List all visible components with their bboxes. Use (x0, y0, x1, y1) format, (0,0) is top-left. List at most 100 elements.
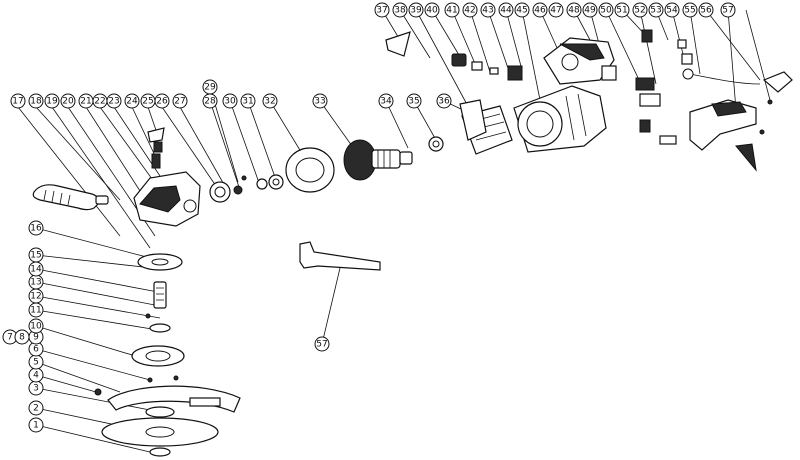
bearing-ring (209, 175, 247, 203)
callout-label-17: 17 (12, 97, 23, 107)
callout-circle-34 (378, 93, 394, 109)
callout-label-22: 22 (94, 97, 105, 107)
callout-label-40: 40 (426, 6, 438, 16)
callout-circle-10 (28, 318, 44, 334)
leader-lines (17, 9, 771, 453)
callout-label-29: 29 (204, 83, 216, 93)
callout-circle-18 (28, 93, 44, 109)
callout-label-56: 56 (700, 6, 712, 16)
callout-label-43: 43 (482, 6, 493, 16)
callout-circle-36 (436, 93, 452, 109)
callout-label-7: 7 (7, 333, 13, 343)
flange-and-disc (101, 406, 219, 457)
callout-circle-29 (202, 79, 218, 95)
callout-circle-2 (28, 400, 44, 416)
callout-label-44: 44 (500, 6, 512, 16)
callout-circle-27 (172, 93, 188, 109)
callout-label-32: 32 (264, 97, 275, 107)
callout-circle-41 (444, 2, 460, 18)
callout-circle-50 (598, 2, 614, 18)
callout-circle-26 (154, 93, 170, 109)
callout-label-10: 10 (30, 322, 42, 332)
callout-label-49: 49 (584, 6, 596, 16)
callout-label-38: 38 (394, 6, 406, 16)
callout-label-25: 25 (142, 97, 153, 107)
callout-label-34: 34 (380, 97, 392, 107)
spanner-wrench (299, 241, 381, 271)
callout-label-45: 45 (516, 6, 527, 16)
wheel-guard (94, 375, 241, 413)
callout-circle-16 (28, 220, 44, 236)
armature (343, 139, 413, 181)
callout-label-27: 27 (174, 97, 185, 107)
callout-circle-43 (480, 2, 496, 18)
bearing-35 (428, 136, 444, 152)
side-handle (32, 184, 109, 211)
callout-label-19: 19 (46, 97, 58, 107)
callout-label-6: 6 (33, 345, 39, 355)
callout-label-16: 16 (30, 224, 42, 234)
cable (682, 68, 793, 93)
callout-label-31: 31 (242, 97, 253, 107)
callout-circle-40 (424, 2, 440, 18)
callout-circle-17 (10, 93, 26, 109)
callout-label-14: 14 (30, 265, 42, 275)
callout-circle-53 (648, 2, 664, 18)
callout-circle-42 (462, 2, 478, 18)
callout-label-55: 55 (684, 6, 695, 16)
callout-circle-52 (632, 2, 648, 18)
gear-housing (133, 127, 201, 227)
switch-parts (451, 29, 693, 107)
callout-label-1: 1 (33, 421, 39, 431)
callout-circle-24 (124, 93, 140, 109)
callout-circle-35 (406, 93, 422, 109)
callout-circle-37 (374, 2, 390, 18)
callout-label-20: 20 (62, 97, 74, 107)
callout-label-2: 2 (33, 404, 39, 414)
callout-label-35: 35 (408, 97, 419, 107)
callout-circle-1 (28, 417, 44, 433)
callout-circle-56 (698, 2, 714, 18)
callout-label-48: 48 (568, 6, 580, 16)
callout-label-24: 24 (126, 97, 138, 107)
callout-circle-44 (498, 2, 514, 18)
callout-circle-47 (548, 2, 564, 18)
callout-label-41: 41 (446, 6, 457, 16)
front-cover-37 (385, 31, 487, 141)
callout-label-39: 39 (410, 6, 422, 16)
callout-circle-15 (28, 247, 44, 263)
callout-circle-55 (682, 2, 698, 18)
callout-label-37: 37 (376, 6, 387, 16)
callout-label-21: 21 (80, 97, 91, 107)
callout-circle-57 (720, 2, 736, 18)
callout-label-4: 4 (33, 371, 39, 381)
callout-label-9: 9 (33, 333, 39, 343)
callout-label-12: 12 (30, 292, 41, 302)
callout-label-57: 57 (316, 340, 327, 350)
callout-label-51: 51 (616, 6, 627, 16)
callout-circle-31 (240, 93, 256, 109)
callout-label-52: 52 (634, 6, 645, 16)
callout-circle-38 (392, 2, 408, 18)
callout-label-42: 42 (464, 6, 475, 16)
callout-label-3: 3 (33, 384, 39, 394)
callout-circle-20 (60, 93, 76, 109)
callout-circle-49 (582, 2, 598, 18)
fan-baffle (285, 147, 335, 193)
callout-circle-51 (614, 2, 630, 18)
callout-label-36: 36 (438, 97, 450, 107)
callout-label-50: 50 (600, 6, 612, 16)
callout-label-5: 5 (33, 358, 39, 368)
callout-circle-39 (408, 2, 424, 18)
callout-circle-30 (222, 93, 238, 109)
rear-cover (543, 37, 615, 85)
callout-label-13: 13 (30, 278, 41, 288)
callout-circle-23 (106, 93, 122, 109)
callout-label-18: 18 (30, 97, 42, 107)
callout-label-30: 30 (224, 97, 236, 107)
callout-circle-33 (312, 93, 328, 109)
handle-cover (639, 99, 773, 172)
callout-circle-57 (314, 336, 330, 352)
